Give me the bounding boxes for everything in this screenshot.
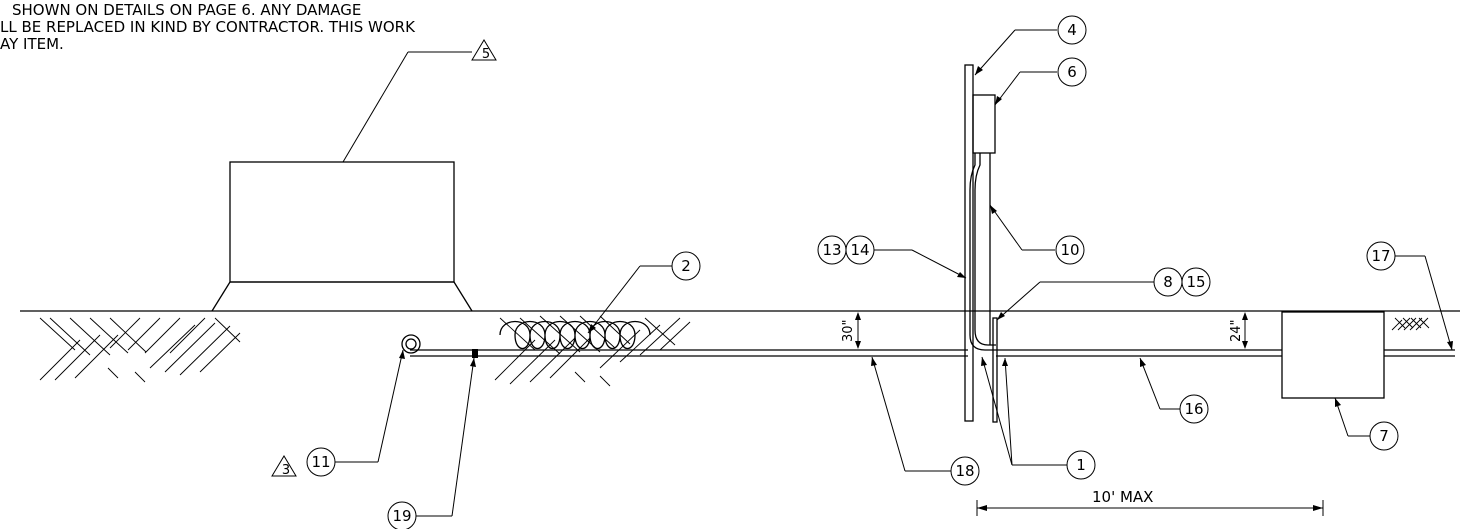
- riser-conduit: [969, 153, 996, 351]
- callout-1: 1: [981, 356, 1096, 480]
- callout-7-label: 7: [1379, 427, 1389, 445]
- max-distance-label: 10' MAX: [1092, 488, 1153, 506]
- general-note-line-2: LL BE REPLACED IN KIND BY CONTRACTOR. TH…: [0, 18, 416, 36]
- callout-2: 2: [587, 251, 701, 334]
- callout-19: 19: [387, 357, 476, 529]
- callout-18-label: 18: [955, 462, 974, 480]
- pole: [964, 64, 974, 422]
- callout-4-label: 4: [1067, 21, 1077, 39]
- general-note-line-1: SHOWN ON DETAILS ON PAGE 6. ANY DAMAGE: [12, 1, 361, 19]
- callout-13-label: 13: [822, 241, 841, 259]
- callout-1-label: 1: [1076, 456, 1086, 474]
- callout-5-label: 5: [482, 47, 490, 62]
- callout-4: 4: [974, 15, 1087, 76]
- callout-17-label: 17: [1371, 247, 1390, 265]
- callout-16-label: 16: [1184, 400, 1203, 418]
- splice-connector: [472, 349, 478, 358]
- callout-7: 7: [1334, 397, 1399, 451]
- callout-3-label: 3: [282, 463, 290, 478]
- max-distance-dimension: 10' MAX: [976, 488, 1324, 516]
- pad-mounted-equipment: [211, 161, 473, 312]
- conduit-right: [996, 349, 1455, 357]
- callout-16: 16: [1139, 357, 1209, 424]
- callout-3-11: 3 11: [271, 349, 405, 478]
- meter-box: [972, 94, 996, 154]
- depth-dimension-left: 30": [841, 312, 861, 349]
- cable-slack-coil: [499, 321, 651, 350]
- soil-hatch-right: [1391, 317, 1430, 331]
- soil-hatch-left: [39, 317, 241, 383]
- depth-dimension-right: 24": [1229, 312, 1248, 349]
- callout-18: 18: [871, 356, 980, 486]
- callout-15-label: 15: [1186, 273, 1205, 291]
- junction-box: [1281, 311, 1385, 399]
- callout-10-label: 10: [1060, 241, 1079, 259]
- callout-8-label: 8: [1163, 273, 1173, 291]
- callout-6-label: 6: [1067, 63, 1077, 81]
- callout-11-label: 11: [311, 453, 330, 471]
- general-note: SHOWN ON DETAILS ON PAGE 6. ANY DAMAGE L…: [0, 1, 416, 53]
- callout-17: 17: [1366, 241, 1453, 351]
- callout-5: 5: [342, 39, 497, 163]
- general-note-line-3: AY ITEM.: [0, 35, 64, 53]
- callout-2-label: 2: [681, 257, 691, 275]
- depth-label-24: 24": [1229, 319, 1244, 342]
- depth-label-30: 30": [841, 319, 856, 342]
- callout-14-label: 14: [850, 241, 869, 259]
- callout-8-15: 8 15: [996, 267, 1211, 321]
- callout-10: 10: [989, 204, 1085, 265]
- callout-13-14: 13 14: [817, 235, 967, 279]
- ground-rod: [992, 317, 998, 423]
- callout-6: 6: [994, 57, 1087, 106]
- conduit-end-coil: [401, 334, 421, 354]
- callout-19-label: 19: [392, 507, 411, 525]
- conduit-left: [410, 349, 968, 357]
